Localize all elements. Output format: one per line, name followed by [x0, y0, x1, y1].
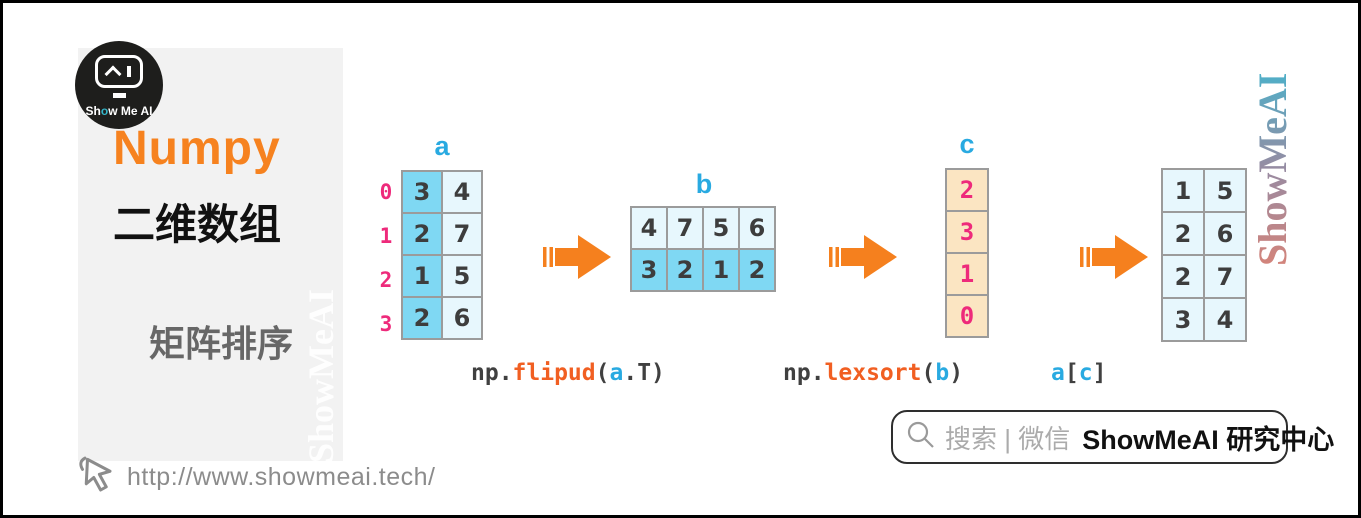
code-flipud: np.flipud(a.T) [471, 360, 665, 386]
arrow-icon [1080, 232, 1150, 282]
wechat-search-badge: 搜索 | 微信 ShowMeAI 研究中心 [891, 410, 1334, 464]
matrix-a-label: a [434, 131, 450, 161]
code-index: a[c] [1051, 360, 1107, 386]
matrix-cell: 4 [442, 171, 482, 213]
vector-c: 2 3 1 0 [945, 168, 989, 338]
matrix-cell: 2 [1162, 255, 1204, 298]
matrix-cell: 3 [402, 171, 442, 213]
matrix-cell: 2 [402, 297, 442, 339]
page-subtitle: 矩阵排序 [149, 323, 294, 364]
arrow-icon [829, 232, 899, 282]
matrix-cell: 7 [1204, 255, 1246, 298]
matrix-cell: 3 [631, 249, 667, 291]
cursor-click-icon [75, 453, 115, 502]
showmeai-logo: Show Me AI [75, 41, 163, 129]
row-index: 0 [379, 180, 393, 204]
robot-mouth-icon [112, 93, 126, 98]
matrix-cell: 3 [1162, 298, 1204, 341]
matrix-cell: 7 [442, 213, 482, 255]
vector-c-label: c [959, 129, 975, 159]
matrix-cell: 5 [442, 255, 482, 297]
matrix-result: 1 5 2 6 2 7 3 4 [1161, 168, 1247, 342]
matrix-cell: 4 [1204, 298, 1246, 341]
arrow-icon [543, 232, 613, 282]
row-index: 1 [379, 224, 393, 248]
matrix-cell: 6 [739, 207, 775, 249]
matrix-cell: 6 [1204, 212, 1246, 255]
matrix-cell: 4 [631, 207, 667, 249]
matrix-cell: 1 [703, 249, 739, 291]
brand-title: Numpy [113, 122, 281, 175]
matrix-cell: 6 [442, 297, 482, 339]
vector-cell: 0 [946, 295, 988, 337]
matrix-a: 3 4 2 7 1 5 2 6 [401, 170, 483, 340]
matrix-cell: 2 [1162, 212, 1204, 255]
matrix-cell: 2 [402, 213, 442, 255]
matrix-cell: 5 [1204, 169, 1246, 212]
matrix-cell: 5 [703, 207, 739, 249]
robot-eye-right-icon [127, 66, 131, 77]
vector-cell: 1 [946, 253, 988, 295]
badge-brand-label: ShowMeAI 研究中心 [1082, 424, 1335, 455]
site-url-link[interactable]: http://www.showmeai.tech/ [127, 463, 436, 491]
footer-url-row: http://www.showmeai.tech/ [75, 453, 435, 502]
robot-eye-left-icon [104, 65, 122, 82]
row-index: 3 [379, 312, 393, 336]
code-lexsort: np.lexsort(b) [783, 360, 964, 386]
watermark-panel-edge: ShowMeAI [301, 289, 341, 464]
matrix-a-row-indices: 0 1 2 3 [375, 170, 397, 346]
vector-cell: 3 [946, 211, 988, 253]
vector-cell: 2 [946, 169, 988, 211]
search-icon [905, 419, 937, 456]
matrix-b-label: b [695, 169, 713, 199]
matrix-cell: 1 [1162, 169, 1204, 212]
watermark-right-edge: ShowMeAI [1249, 39, 1297, 299]
logo-text: Show Me AI [85, 103, 153, 118]
row-index: 2 [379, 268, 393, 292]
matrix-cell: 2 [667, 249, 703, 291]
matrix-b: 4 7 5 6 3 2 1 2 [630, 206, 776, 292]
matrix-cell: 2 [739, 249, 775, 291]
matrix-cell: 1 [402, 255, 442, 297]
page-title: 二维数组 [113, 201, 282, 248]
matrix-cell: 7 [667, 207, 703, 249]
logo-o-eye: o [100, 103, 109, 118]
search-label: 搜索 | 微信 [945, 423, 1071, 454]
robot-face-icon [95, 55, 143, 88]
